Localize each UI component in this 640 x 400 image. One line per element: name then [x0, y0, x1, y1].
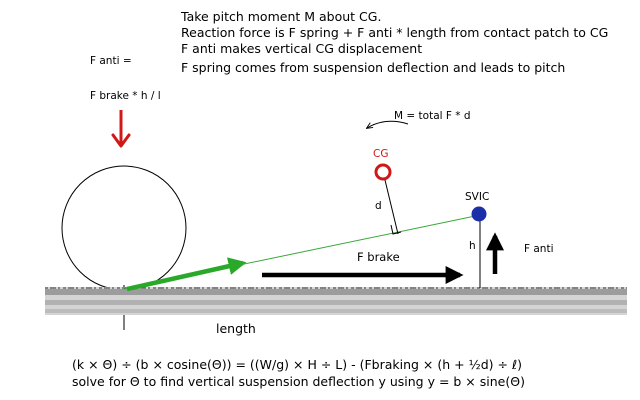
cg-marker-center — [381, 170, 385, 174]
cg-marker — [374, 163, 392, 181]
moment-arrow — [367, 120, 409, 128]
h-label: h — [469, 240, 476, 252]
f-brake-label: F brake — [357, 250, 400, 264]
note-line-4: F spring comes from suspension deflectio… — [181, 60, 565, 75]
formula-line-2: solve for Θ to find vertical suspension … — [72, 374, 525, 389]
d-dimension-line — [384, 179, 399, 235]
svic-point — [471, 206, 487, 222]
ground — [45, 287, 627, 315]
formula-line-1: (k × Θ) ÷ (b × cosine(Θ)) = ((W/g) × H ÷… — [72, 357, 522, 372]
f-anti-eq-line-1: F anti = — [90, 55, 132, 67]
note-line-3: F anti makes vertical CG displacement — [181, 41, 422, 56]
moment-label: M = total F * d — [394, 110, 471, 122]
f-anti-eq-line-2: F brake * h / l — [90, 90, 161, 102]
f-anti-label: F anti — [524, 243, 554, 255]
right-angle-mark — [390, 224, 402, 235]
note-line-1: Take pitch moment M about CG. — [180, 9, 381, 24]
cg-label: CG — [373, 148, 388, 160]
svic-label: SVIC — [465, 191, 489, 203]
length-label: length — [216, 321, 256, 336]
d-label: d — [375, 200, 382, 212]
brake-force-arrow — [111, 110, 131, 148]
note-line-2: Reaction force is F spring + F anti * le… — [181, 25, 608, 40]
anti-force-arrow — [126, 257, 247, 292]
wheel — [61, 165, 187, 291]
